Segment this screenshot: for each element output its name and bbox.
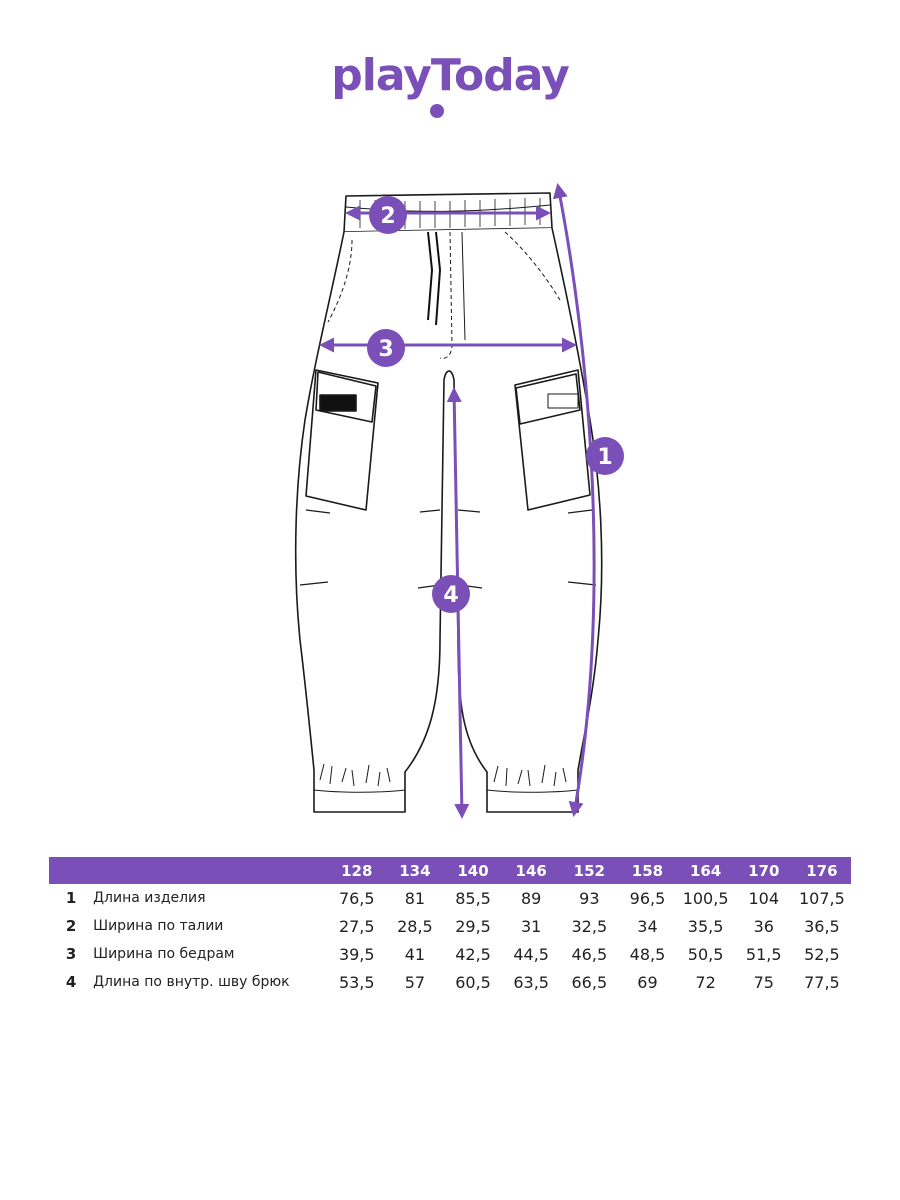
cell-value: 52,5 (804, 944, 840, 964)
cell-value: 50,5 (687, 944, 724, 964)
pants-sketch: 2 3 1 4 (294, 183, 624, 819)
cell-value: 46,5 (571, 944, 608, 964)
svg-text:1: 1 (597, 445, 612, 470)
size-header-row: 128 134 140 146 152 158 164 170 176 (49, 857, 851, 884)
cell-value: 85,5 (455, 888, 491, 908)
cell-value: 28,5 (397, 916, 433, 936)
cell-value: 93 (579, 888, 600, 908)
cell-value: 89 (521, 888, 542, 908)
badge-2: 2 (369, 196, 407, 234)
cell-value: 35,5 (687, 916, 724, 936)
size-header: 128 (327, 857, 386, 884)
cell-value: 34 (637, 916, 658, 936)
cell-value: 48,5 (629, 944, 666, 964)
arrow-length (552, 183, 596, 817)
cell-value: 60,5 (455, 972, 491, 992)
cell-value: 75 (753, 972, 774, 992)
cell-value: 42,5 (455, 944, 491, 964)
badge-3: 3 (367, 329, 405, 367)
size-table: 128 134 140 146 152 158 164 170 176 1 Дл… (49, 857, 851, 996)
cell-value: 96,5 (629, 888, 666, 908)
cell-value: 104 (748, 888, 780, 908)
cell-value: 29,5 (455, 916, 491, 936)
table-row: 1 Длина изделия 76,5 81 85,5 89 93 96,5 … (49, 884, 851, 912)
row-label: Длина изделия (93, 890, 206, 906)
badge-4: 4 (432, 575, 470, 613)
cell-value: 57 (404, 972, 426, 992)
size-header: 164 (676, 857, 735, 884)
row-number: 4 (65, 973, 77, 991)
table-row: 2 Ширина по талии 27,5 28,5 29,5 31 32,5… (49, 912, 851, 940)
cell-value: 63,5 (513, 972, 549, 992)
size-header: 134 (385, 857, 444, 884)
badge-1: 1 (586, 437, 624, 475)
size-header: 152 (560, 857, 619, 884)
table-row: 3 Ширина по бедрам 39,5 41 42,5 44,5 46,… (49, 940, 851, 968)
cell-value: 100,5 (682, 888, 729, 908)
size-header: 158 (618, 857, 677, 884)
size-header: 176 (792, 857, 851, 884)
measure-arrows (319, 183, 596, 819)
cell-value: 72 (695, 972, 716, 992)
row-label: Длина по внутр. шву брюк (93, 974, 290, 990)
size-header: 170 (734, 857, 793, 884)
row-label: Ширина по бедрам (93, 946, 235, 962)
brand-logo-text: playToday (331, 50, 570, 101)
svg-text:3: 3 (378, 337, 393, 362)
cell-value: 27,5 (338, 916, 375, 936)
row-number: 1 (65, 889, 77, 907)
table-row: 4 Длина по внутр. шву брюк 53,5 57 60,5 … (49, 968, 851, 996)
cell-value: 36 (753, 916, 774, 936)
row-label: Ширина по талии (93, 918, 224, 934)
size-header: 140 (443, 857, 503, 884)
svg-text:4: 4 (443, 583, 458, 608)
cell-value: 77,5 (804, 972, 840, 992)
cell-value: 66,5 (571, 972, 608, 992)
cell-value: 51,5 (745, 944, 782, 964)
cell-value: 32,5 (571, 916, 608, 936)
cell-value: 107,5 (799, 888, 845, 908)
svg-text:2: 2 (380, 204, 395, 229)
cell-value: 76,5 (338, 888, 375, 908)
cell-value: 53,5 (338, 972, 375, 992)
cell-value: 36,5 (804, 916, 840, 936)
pants-outline (294, 192, 603, 813)
row-number: 3 (65, 945, 77, 963)
cell-value: 41 (404, 944, 426, 964)
cell-value: 44,5 (513, 944, 549, 964)
cell-value: 31 (521, 916, 542, 936)
row-number: 2 (65, 917, 77, 935)
cell-value: 81 (404, 888, 426, 908)
brand-logo: playToday (0, 50, 900, 101)
size-header: 146 (502, 857, 561, 884)
cell-value: 69 (637, 972, 658, 992)
logo-dot (430, 104, 444, 118)
cell-value: 39,5 (338, 944, 375, 964)
